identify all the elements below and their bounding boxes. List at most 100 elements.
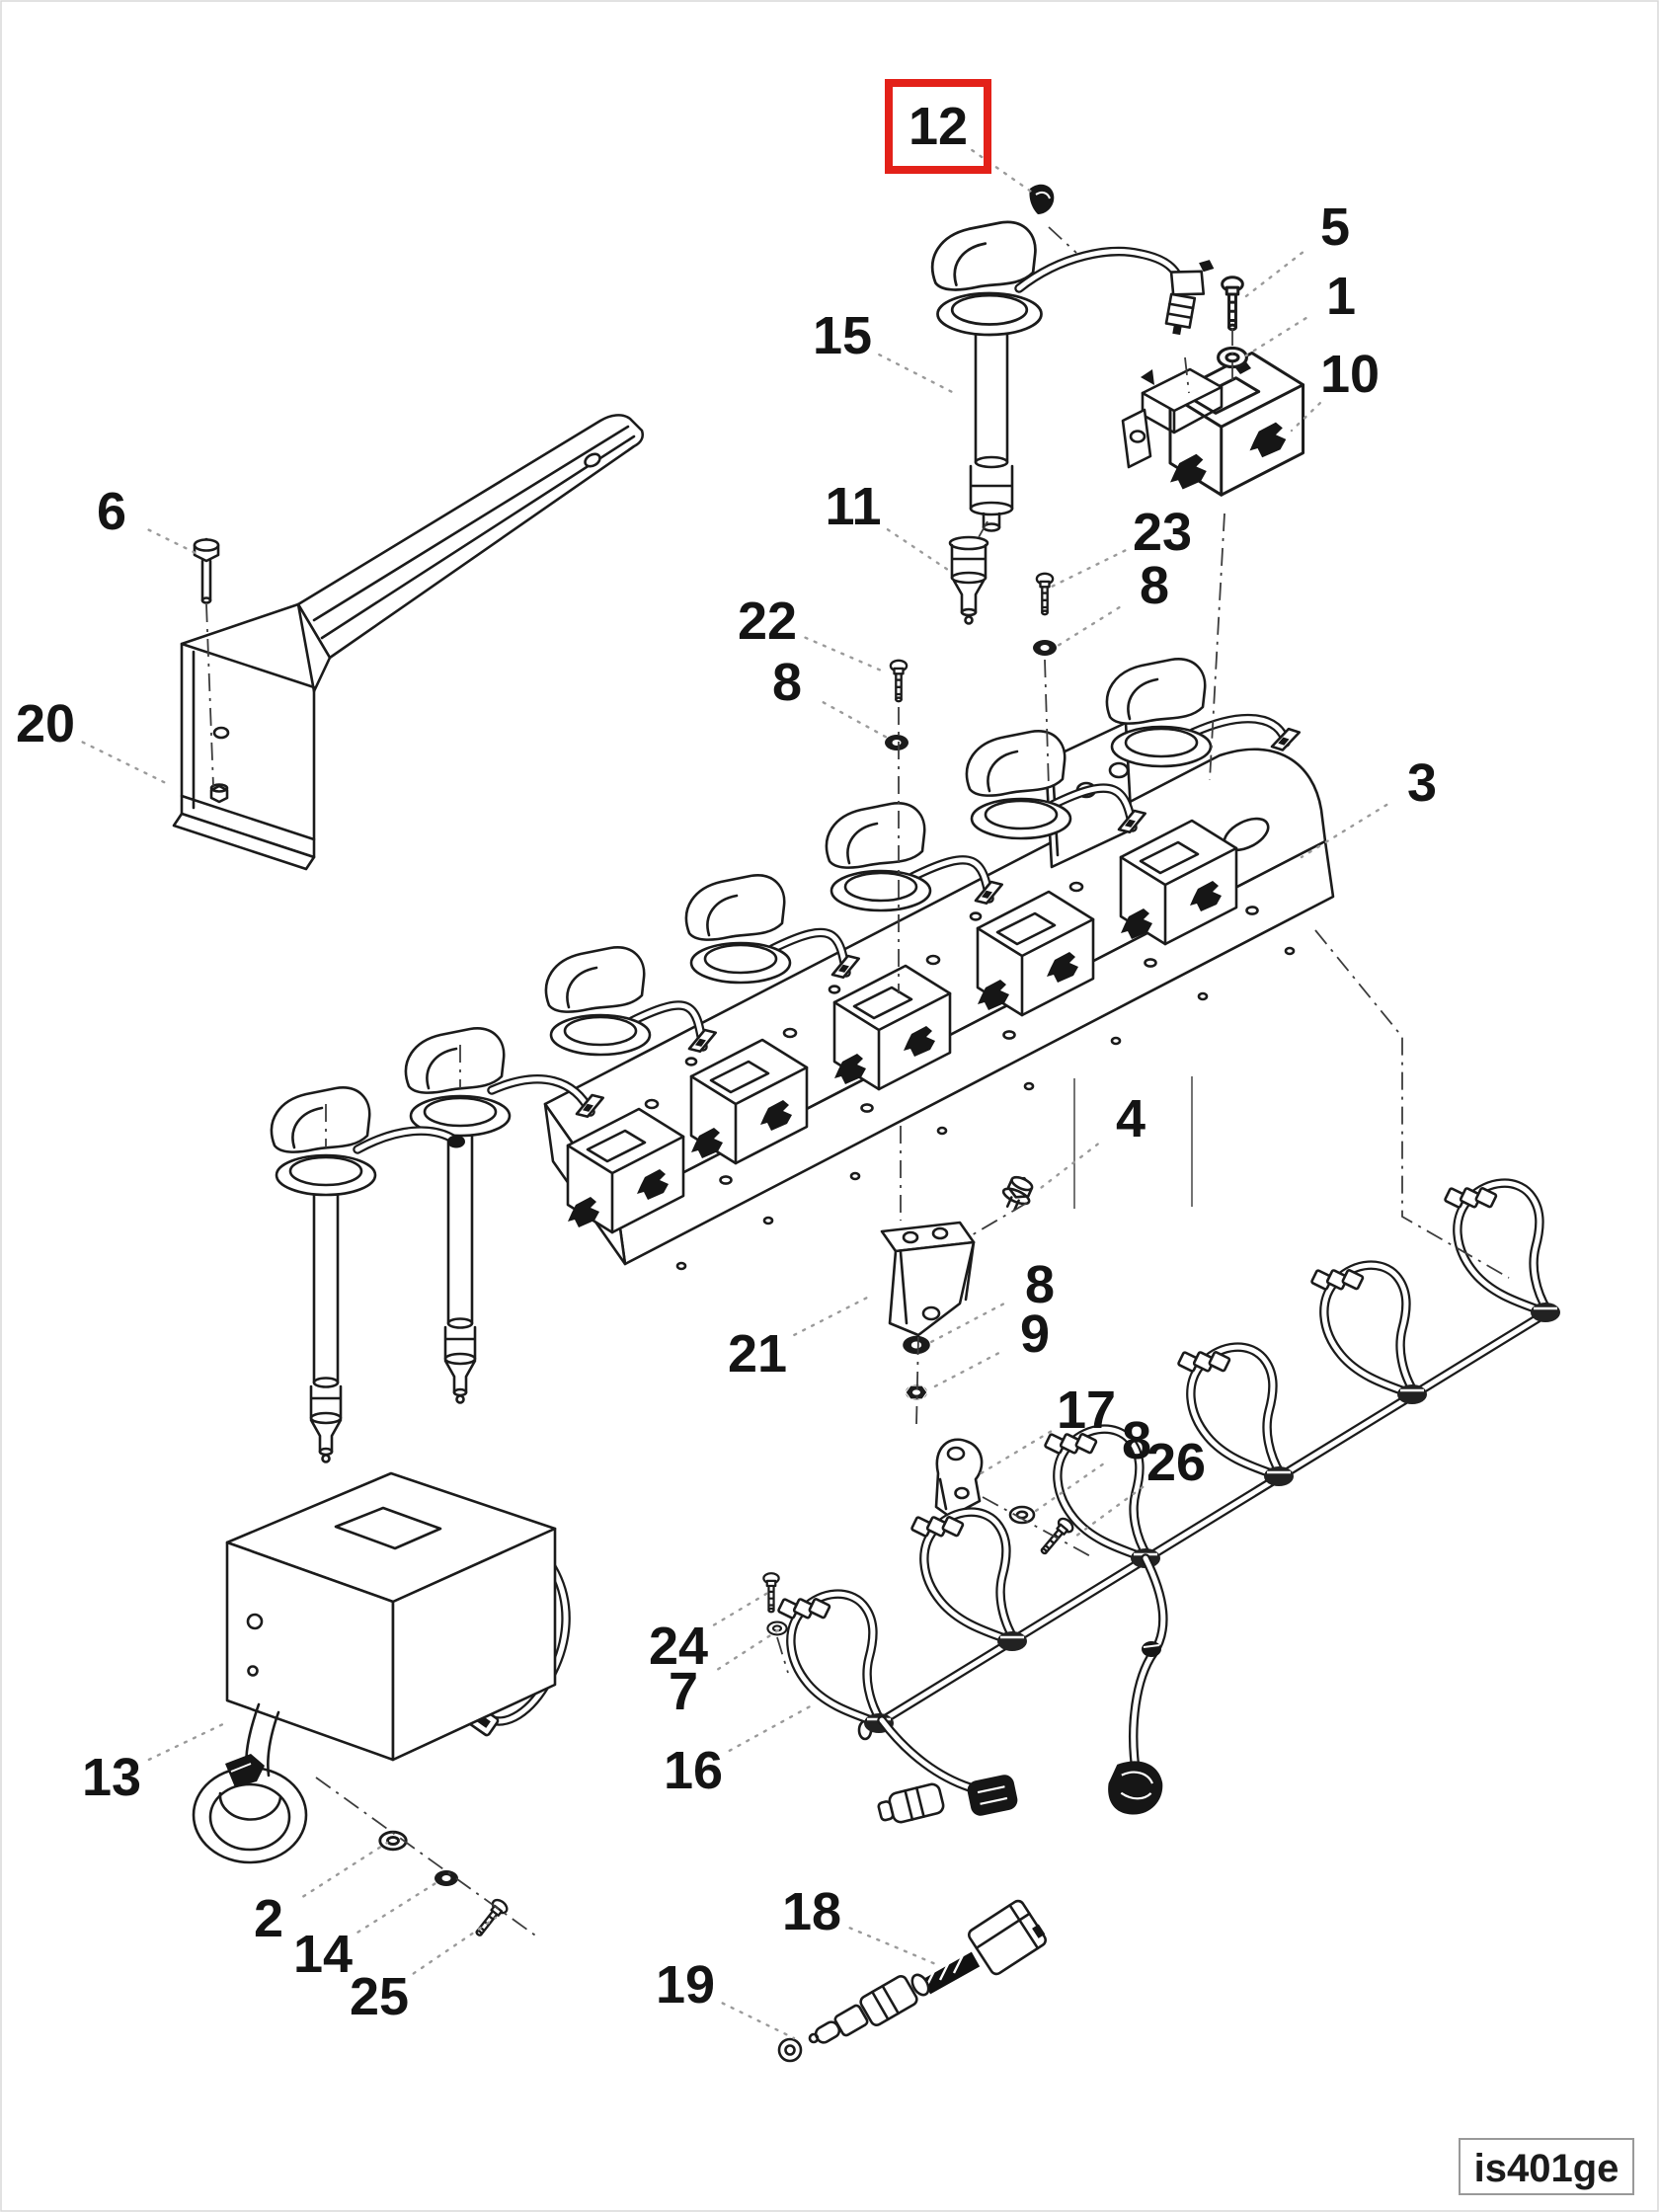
callout-9: 9 bbox=[927, 1304, 1050, 1391]
bolt-4 bbox=[1001, 1175, 1034, 1212]
callout-number-7: 7 bbox=[669, 1662, 698, 1721]
leader-line-8c bbox=[927, 1303, 1005, 1345]
floating-injectors bbox=[270, 1027, 609, 1463]
harness-drop-cable bbox=[1108, 1553, 1168, 1815]
leader-line-13 bbox=[147, 1720, 229, 1762]
callout-25: 25 bbox=[350, 1916, 498, 2026]
callout-number-24: 24 bbox=[649, 1617, 708, 1676]
code-box-frame bbox=[1459, 2138, 1634, 2195]
leader-line-20 bbox=[81, 741, 170, 786]
callout-8b: 8 bbox=[1056, 556, 1169, 648]
callout-13: 13 bbox=[82, 1720, 229, 1807]
callout-number-14: 14 bbox=[293, 1925, 353, 1984]
leader-line-24 bbox=[712, 1589, 773, 1626]
callout-number-25: 25 bbox=[350, 1967, 409, 2026]
callout-4: 4 bbox=[1035, 1089, 1146, 1193]
callout-8a: 8 bbox=[772, 653, 893, 742]
callout-number-8b: 8 bbox=[1140, 556, 1169, 615]
washer-14 bbox=[434, 1870, 458, 1886]
figure-code: is401ge bbox=[1474, 2147, 1620, 2190]
callout-26: 26 bbox=[1073, 1433, 1206, 1539]
callout-3: 3 bbox=[1300, 753, 1437, 859]
leader-line-11 bbox=[886, 528, 950, 572]
callout-20: 20 bbox=[16, 694, 170, 786]
callout-8c: 8 bbox=[927, 1255, 1055, 1345]
callout-8d: 8 bbox=[1031, 1411, 1151, 1515]
callout-number-12: 12 bbox=[908, 97, 968, 156]
callout-5: 5 bbox=[1240, 198, 1350, 301]
washer-2 bbox=[378, 1830, 408, 1852]
callout-number-22: 22 bbox=[738, 592, 797, 651]
callout-1: 1 bbox=[1244, 267, 1356, 357]
callout-11: 11 bbox=[825, 477, 950, 572]
projection-lines bbox=[205, 226, 1510, 1938]
callout-layer: 1234567888891011121314151617181920212223… bbox=[16, 79, 1437, 2040]
callout-number-16: 16 bbox=[664, 1741, 723, 1800]
leader-line-12 bbox=[971, 148, 1036, 196]
leader-line-5 bbox=[1240, 251, 1304, 301]
callout-number-13: 13 bbox=[82, 1748, 141, 1807]
leader-line-1 bbox=[1244, 317, 1307, 357]
leader-line-25 bbox=[412, 1916, 498, 1975]
plate-holes bbox=[644, 881, 1296, 1271]
callout-number-2: 2 bbox=[254, 1889, 283, 1948]
coil-10-assembly bbox=[1121, 276, 1304, 495]
leader-line-19 bbox=[721, 2002, 796, 2040]
on-plate-units bbox=[544, 658, 1304, 1232]
callout-number-21: 21 bbox=[728, 1324, 787, 1383]
leader-line-6 bbox=[147, 528, 201, 557]
leader-line-18 bbox=[848, 1927, 940, 1967]
pigtail-18 bbox=[808, 1899, 1047, 2044]
elbow-connector bbox=[1164, 260, 1215, 336]
leader-line-14 bbox=[356, 1878, 442, 1934]
callout-number-8a: 8 bbox=[772, 653, 802, 712]
leader-line-4 bbox=[1035, 1143, 1099, 1193]
callout-number-5: 5 bbox=[1320, 198, 1350, 257]
callout-23: 23 bbox=[1050, 503, 1192, 589]
callout-10: 10 bbox=[1290, 345, 1380, 433]
callout-17: 17 bbox=[976, 1381, 1116, 1477]
leader-line-8a bbox=[822, 701, 893, 742]
injector-15-assembly bbox=[930, 184, 1215, 625]
callout-number-8c: 8 bbox=[1025, 1255, 1055, 1314]
callout-number-10: 10 bbox=[1320, 345, 1380, 404]
callout-number-18: 18 bbox=[782, 1882, 841, 1941]
leader-line-26 bbox=[1073, 1485, 1145, 1539]
cable-clamp-12 bbox=[1029, 184, 1055, 214]
callout-12: 12 bbox=[885, 79, 1036, 196]
washer-7 bbox=[766, 1620, 788, 1636]
callout-14: 14 bbox=[293, 1878, 442, 1984]
callout-16: 16 bbox=[664, 1702, 816, 1800]
callout-number-4: 4 bbox=[1116, 1089, 1146, 1148]
bracket-21 bbox=[880, 1221, 976, 1337]
callout-number-15: 15 bbox=[813, 306, 872, 365]
leader-line-9 bbox=[927, 1352, 999, 1391]
callout-number-20: 20 bbox=[16, 694, 75, 753]
leader-line-7 bbox=[717, 1628, 780, 1671]
ring-terminal-19 bbox=[777, 2037, 803, 2063]
callout-number-11: 11 bbox=[825, 477, 881, 536]
leader-line-17 bbox=[976, 1430, 1053, 1477]
callout-number-9: 9 bbox=[1020, 1304, 1050, 1364]
leader-line-3 bbox=[1300, 803, 1388, 859]
callout-24: 24 bbox=[649, 1589, 773, 1676]
callout-number-1: 1 bbox=[1326, 267, 1356, 326]
callout-number-26: 26 bbox=[1146, 1433, 1206, 1492]
callout-19: 19 bbox=[656, 1955, 796, 2040]
glow-plug-11 bbox=[948, 535, 989, 625]
mounting-bracket-20 bbox=[172, 414, 645, 871]
bracket-17 bbox=[934, 1438, 984, 1519]
callout-2: 2 bbox=[254, 1841, 389, 1948]
washer-8d bbox=[903, 1335, 930, 1355]
callout-22: 22 bbox=[738, 592, 888, 674]
control-unit-13 bbox=[192, 1471, 571, 1864]
harness-pigtail-connectors bbox=[877, 1715, 1018, 1824]
callout-number-3: 3 bbox=[1407, 753, 1437, 813]
leader-line-8b bbox=[1056, 605, 1121, 648]
coiled-cable bbox=[192, 1754, 308, 1864]
callout-7: 7 bbox=[669, 1628, 780, 1721]
injector-body bbox=[969, 328, 1014, 532]
callout-number-8d: 8 bbox=[1122, 1411, 1151, 1470]
callout-number-6: 6 bbox=[97, 482, 126, 541]
